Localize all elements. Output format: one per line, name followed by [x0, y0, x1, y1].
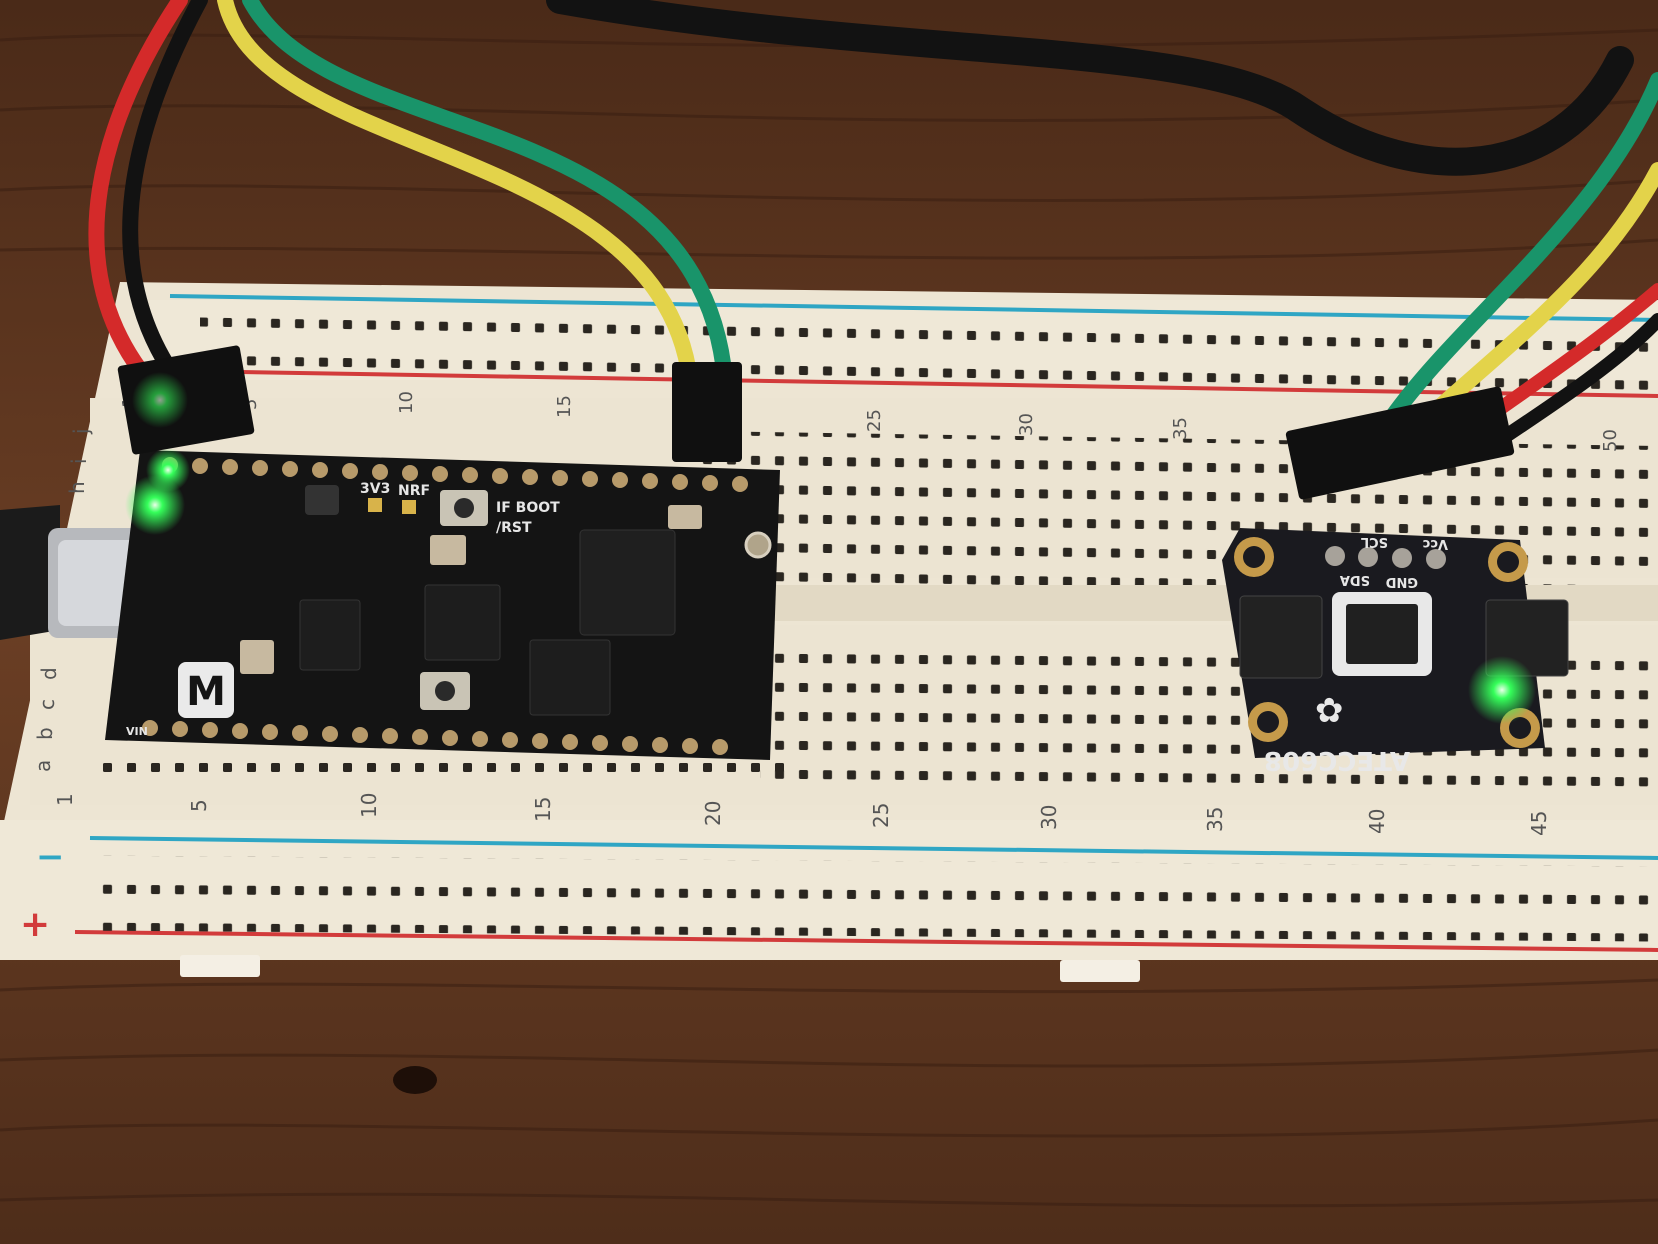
- row-letters: j i h d c b a: [31, 428, 93, 772]
- pin-label-sda: SDA: [1340, 572, 1370, 587]
- rail-minus-marker: −: [36, 837, 65, 877]
- breadboard-tab-right: [1060, 960, 1140, 982]
- dupont-connector-right: [1285, 386, 1515, 500]
- mcu-tertiary-chip: [529, 639, 611, 716]
- wire-yellow-left: [217, 0, 698, 388]
- col-number-5-bottom: 5: [187, 799, 211, 812]
- top-rail-holes: [200, 315, 1650, 401]
- board-logo: [178, 662, 234, 718]
- wire-red-left: [88, 0, 188, 378]
- jumper-pad-nrf: [402, 500, 416, 514]
- mcu-silkscreen: 3V3 NRF IF BOOT /RST VIN: [126, 481, 560, 738]
- black-cable: [546, 0, 1634, 176]
- column-numbers-bottom: 1 5 10 15 20 25 30 35 40 45: [53, 793, 1551, 836]
- col-number-35-top: 35: [1170, 417, 1191, 440]
- dupont-connector-middle: [672, 362, 742, 462]
- smd-component: [668, 505, 702, 529]
- col-number-20-bottom: 20: [701, 801, 725, 826]
- wire-green-left: [242, 0, 733, 388]
- mcu-top-pin-row: [162, 457, 748, 492]
- bottom-rail-blue-line: [89, 836, 1658, 860]
- col-number-45-bottom: 45: [1527, 811, 1551, 836]
- bottom-rail-holes: [100, 855, 1650, 942]
- silk-vin: VIN: [126, 725, 148, 738]
- crystal-oscillator: [430, 535, 466, 565]
- dupont-connectors: [117, 345, 1515, 500]
- reset-button-cap: [435, 681, 455, 701]
- row-letter-a: a: [31, 760, 55, 772]
- col-number-25-bottom: 25: [869, 803, 893, 828]
- pin-label-vcc: Vcc: [1423, 536, 1448, 551]
- row-letter-d: d: [37, 667, 61, 680]
- silk-3v3: 3V3: [360, 481, 390, 497]
- wire-black-left: [122, 0, 208, 378]
- col-number-50-top: 50: [1600, 429, 1621, 452]
- mcu-small-chip: [299, 599, 361, 671]
- col-number-5-top: 5: [240, 399, 261, 410]
- silk-if-boot: IF BOOT: [496, 500, 560, 516]
- silk-nrf: NRF: [398, 483, 430, 499]
- mcu-dev-board: M 3V3 NRF IF BOOT /RST VIN: [105, 448, 780, 760]
- crystal-oscillator-2: [240, 640, 274, 674]
- rail-plus-marker: +: [20, 904, 50, 945]
- jumper-pad-3v3: [368, 498, 382, 512]
- sensor-power-led: [1468, 656, 1536, 724]
- row-letter-b: b: [33, 727, 57, 740]
- wood-knot: [393, 1066, 437, 1094]
- col-number-40-bottom: 40: [1365, 809, 1389, 834]
- col-number-30-bottom: 30: [1037, 805, 1061, 830]
- wire-yellow-right: [1412, 162, 1658, 433]
- col-number-15-top: 15: [554, 395, 575, 418]
- row-letter-h: h: [65, 481, 89, 494]
- boot-button-cap: [454, 498, 474, 518]
- row-letter-j: j: [69, 428, 93, 435]
- column-numbers-top: 1 5 10 15 25 30 35 50: [119, 391, 1621, 452]
- atecc608-breakout-board: SDA GND SCL Vcc ATECC608 ✿: [1222, 528, 1569, 775]
- board-logo-letter: M: [186, 669, 226, 715]
- col-number-25-top: 25: [864, 409, 885, 432]
- atecc608-chip: [1346, 604, 1418, 664]
- mcu-power-led: [146, 448, 190, 492]
- row-letter-c: c: [35, 699, 59, 710]
- col-number-1-bottom: 1: [53, 793, 77, 806]
- wire-bundle-left: [88, 0, 733, 388]
- wood-grain: [0, 28, 1658, 1208]
- sensor-pin-labels: SDA GND SCL Vcc: [1340, 534, 1448, 589]
- col-number-35-bottom: 35: [1203, 807, 1227, 832]
- stemma-connector-left: [1239, 595, 1323, 679]
- bottom-rail-red-line: [74, 930, 1658, 952]
- col-number-30-top: 30: [1016, 413, 1037, 436]
- sensor-header-pins: [1325, 546, 1446, 569]
- mcu-inductor: [305, 485, 339, 515]
- sensor-chip-label: ATECC608: [1264, 745, 1410, 775]
- col-number-10-bottom: 10: [357, 793, 381, 818]
- pin-label-gnd: GND: [1385, 574, 1418, 589]
- pin-label-scl: SCL: [1361, 534, 1388, 549]
- col-number-15-bottom: 15: [531, 797, 555, 822]
- row-letter-i: i: [67, 458, 91, 464]
- mcu-bottom-pin-row: [142, 720, 728, 755]
- antenna-connector: [744, 531, 772, 559]
- flower-logo-icon: ✿: [1315, 691, 1344, 731]
- wire-black-right: [1493, 313, 1658, 447]
- top-rail-blue-line: [169, 294, 1658, 322]
- wire-green-right: [1382, 72, 1658, 428]
- silk-rst: /RST: [496, 520, 532, 536]
- breadboard-tab-left: [180, 955, 260, 977]
- mcu-secondary-chip: [424, 584, 501, 661]
- mcu-main-chip: [579, 529, 676, 636]
- col-number-10-top: 10: [396, 391, 417, 414]
- breadboard: − + j i h d c b a 1 5 10 15 25 30 35 50 …: [0, 282, 1658, 982]
